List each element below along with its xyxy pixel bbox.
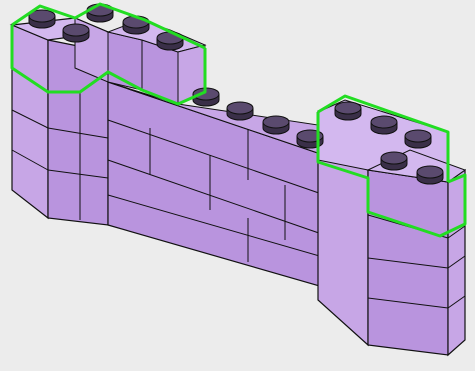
highlight-outlines <box>10 2 467 238</box>
right-tower <box>317 99 467 357</box>
